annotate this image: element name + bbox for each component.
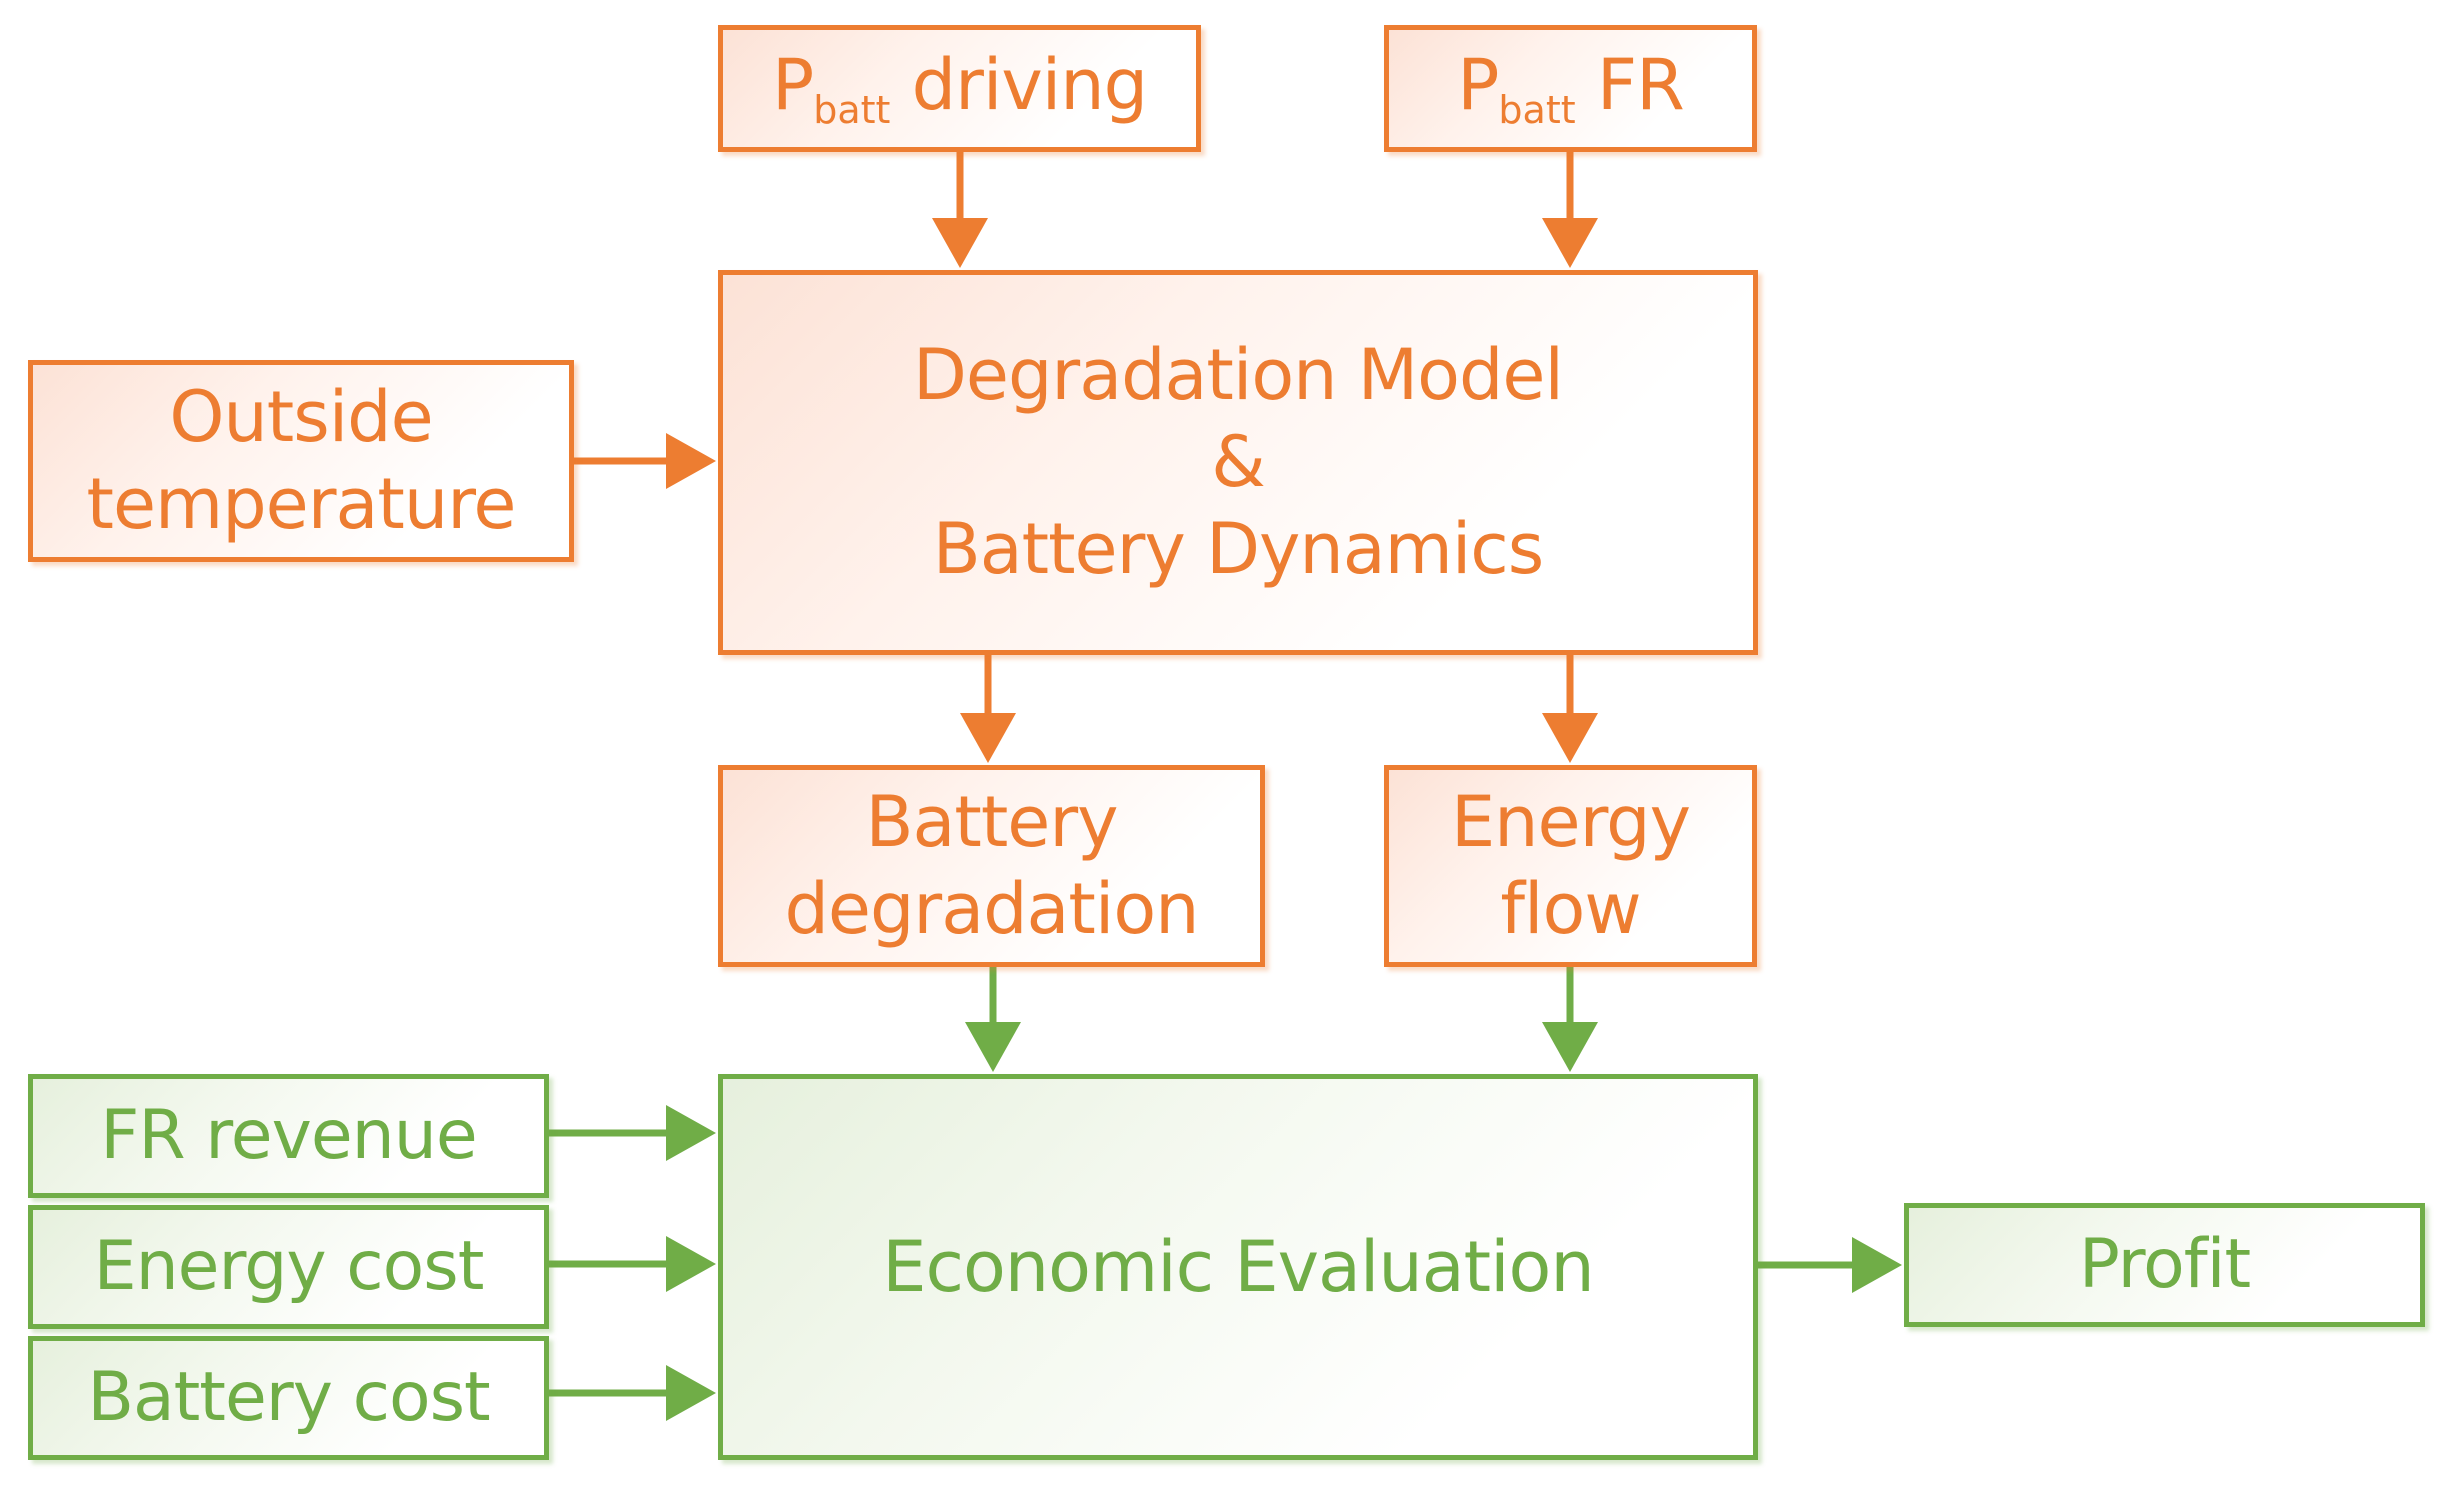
energy-flow-line1: Energy	[1450, 781, 1691, 864]
arrow-energy-flow-to-economic	[1542, 967, 1598, 1072]
arrow-battery-cost-to-economic-head	[666, 1365, 716, 1421]
battery-degradation-box: Battery degradation	[718, 765, 1265, 967]
arrow-energy-cost-to-economic-head	[666, 1236, 716, 1292]
energy-cost-label: Energy cost	[93, 1226, 485, 1306]
energy-cost-box: Energy cost	[28, 1205, 549, 1329]
arrow-temperature-to-model-head	[666, 433, 716, 489]
arrow-temperature-to-model	[574, 433, 716, 489]
arrow-energy-flow-to-economic-head	[1542, 1022, 1598, 1072]
arrow-model-to-energy-flow	[1542, 655, 1598, 763]
arrow-fr-revenue-to-economic	[549, 1105, 716, 1161]
arrow-pfr-to-model-head	[1542, 218, 1598, 268]
economic-evaluation-box: Economic Evaluation	[718, 1074, 1758, 1460]
degradation-model-ampersand: &	[1211, 421, 1266, 504]
arrow-pfr-to-model	[1542, 152, 1598, 268]
arrow-pdriving-to-model-head	[932, 218, 988, 268]
outside-temperature-line1: Outside	[169, 376, 433, 459]
p-batt-driving-box: Pbatt driving	[718, 25, 1201, 152]
fr-revenue-box: FR revenue	[28, 1074, 549, 1198]
arrow-energy-cost-to-economic	[549, 1236, 716, 1292]
energy-flow-box: Energy flow	[1384, 765, 1757, 967]
p-batt-driving-symbol: P	[771, 44, 814, 127]
arrow-model-to-degradation	[960, 655, 1016, 763]
arrow-degradation-to-economic	[965, 967, 1021, 1072]
economic-evaluation-label: Economic Evaluation	[882, 1225, 1594, 1308]
degradation-model-box: Degradation Model & Battery Dynamics	[718, 270, 1758, 655]
p-batt-driving-subscript: batt	[813, 88, 891, 133]
outside-temperature-line2: temperature	[86, 463, 517, 545]
p-batt-fr-suffix: FR	[1575, 44, 1685, 127]
arrow-degradation-to-economic-head	[965, 1022, 1021, 1072]
battery-cost-label: Battery cost	[87, 1357, 490, 1437]
p-batt-fr-box: Pbatt FR	[1384, 25, 1757, 152]
profit-box: Profit	[1904, 1203, 2425, 1327]
p-batt-fr-subscript: batt	[1498, 88, 1576, 133]
arrow-fr-revenue-to-economic-head	[666, 1105, 716, 1161]
battery-degradation-line1: Battery	[865, 781, 1118, 864]
degradation-model-title: Degradation Model	[913, 334, 1564, 417]
arrow-battery-cost-to-economic	[549, 1365, 716, 1421]
p-batt-fr-label: Pbatt FR	[1457, 42, 1685, 134]
arrow-model-to-energy-flow-head	[1542, 713, 1598, 763]
outside-temperature-box: Outside temperature	[28, 360, 574, 562]
fr-revenue-label: FR revenue	[100, 1095, 477, 1175]
p-batt-driving-suffix: driving	[890, 44, 1148, 127]
profit-label: Profit	[2078, 1224, 2251, 1304]
arrow-pdriving-to-model	[932, 152, 988, 268]
arrow-model-to-degradation-head	[960, 713, 1016, 763]
p-batt-fr-symbol: P	[1457, 44, 1499, 127]
battery-degradation-line2: degradation	[784, 868, 1199, 950]
arrow-economic-to-profit	[1758, 1237, 1902, 1293]
battery-cost-box: Battery cost	[28, 1336, 549, 1460]
arrow-economic-to-profit-head	[1852, 1237, 1902, 1293]
energy-flow-line2: flow	[1500, 868, 1641, 950]
p-batt-driving-label: Pbatt driving	[771, 42, 1148, 134]
battery-dynamics-title: Battery Dynamics	[932, 507, 1545, 590]
